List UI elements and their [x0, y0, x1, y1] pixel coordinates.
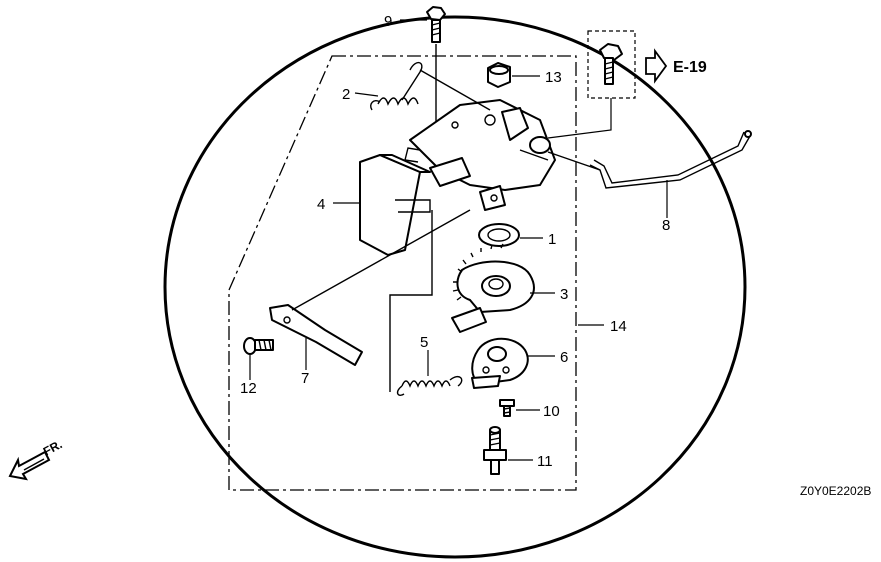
reference-bolt	[599, 43, 623, 85]
part-2-lead	[354, 92, 379, 97]
part-1-washer	[478, 223, 520, 247]
reference-arrow-icon	[645, 48, 668, 84]
callout-5: 5	[420, 334, 428, 351]
callout-10: 10	[543, 403, 560, 420]
callout-3: 3	[560, 286, 568, 303]
governor-arm-plate	[404, 99, 556, 211]
part-10-screw	[499, 399, 515, 417]
callout-11: 11	[537, 453, 553, 470]
callout-6: 6	[560, 349, 568, 366]
reference-label: E-19	[673, 59, 707, 76]
callout-8: 8	[662, 217, 670, 234]
plate-to-13-line	[419, 69, 491, 111]
reference-lead	[547, 98, 612, 139]
part-4-bracket	[359, 154, 431, 256]
callout-9: 9	[384, 13, 392, 30]
part-7-lever	[269, 304, 363, 366]
rod-link-line	[547, 151, 601, 171]
assembly-boundary	[228, 55, 577, 491]
callout-14: 14	[610, 318, 627, 335]
part-3-gear-plate	[451, 243, 535, 333]
detail-ellipse	[163, 15, 747, 559]
part-6-cam-plate	[471, 337, 529, 389]
reference-bolt-box	[587, 30, 636, 99]
part-5-guide	[389, 210, 433, 392]
callout-4: 4	[317, 196, 325, 213]
part-13-nut	[487, 62, 511, 88]
callout-12: 12	[240, 380, 257, 397]
part-11-bolt	[483, 426, 507, 475]
part-2-spring	[370, 62, 423, 111]
part-12-screw	[243, 337, 274, 355]
callout-13: 13	[545, 69, 562, 86]
callout-1: 1	[548, 231, 556, 248]
callout-2: 2	[342, 86, 350, 103]
callout-7: 7	[301, 370, 309, 387]
part-9-bolt	[426, 6, 446, 43]
lever-link-line	[291, 209, 471, 311]
part-8-rod	[589, 130, 752, 189]
diagram-code: Z0Y0E2202B	[800, 484, 871, 498]
front-arrow-icon	[8, 450, 51, 481]
part-5-spring	[396, 376, 463, 396]
